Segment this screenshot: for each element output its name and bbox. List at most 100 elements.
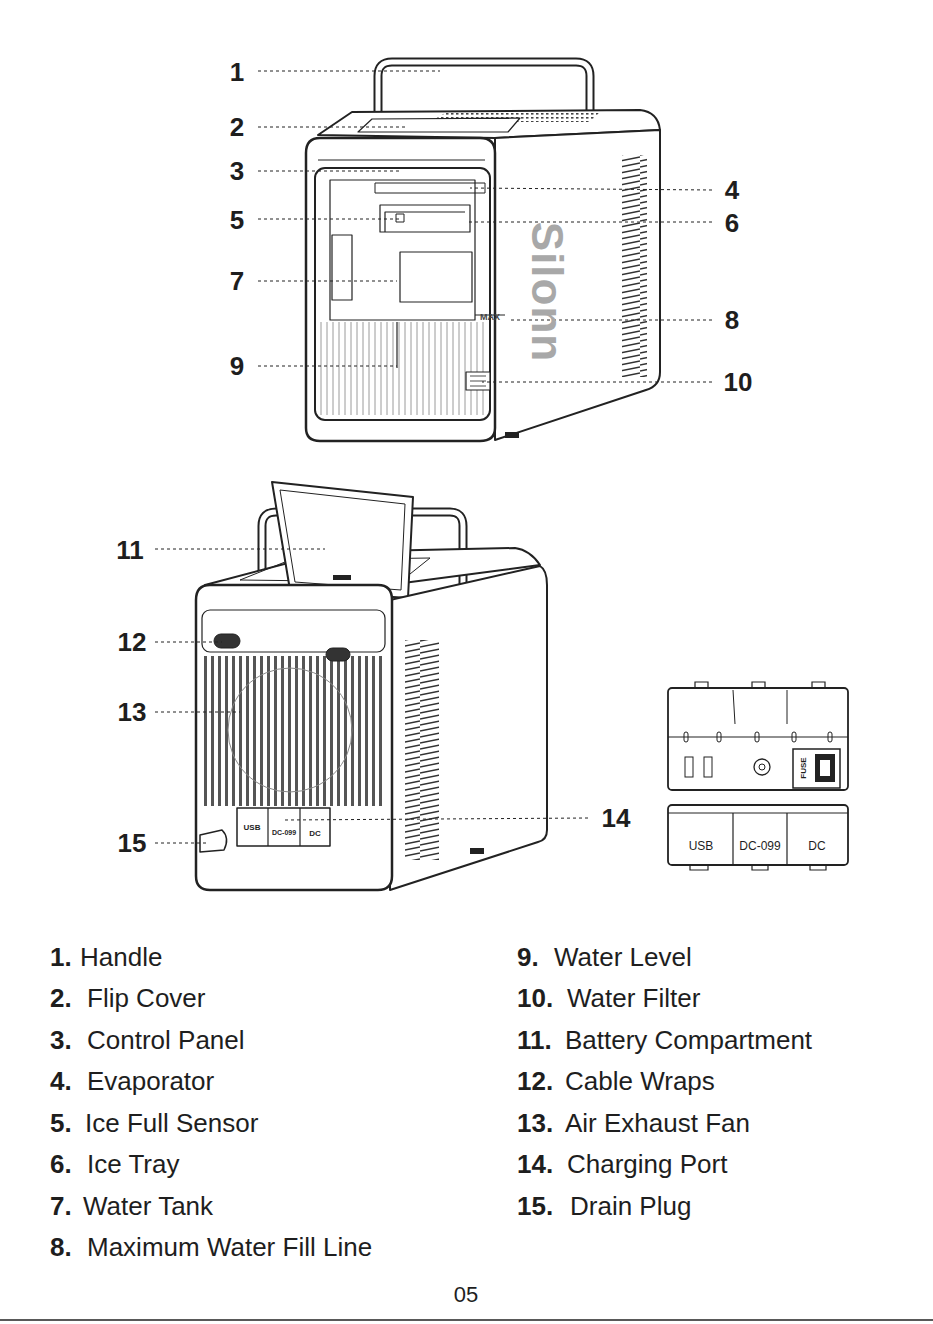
callout-number: 6 <box>725 210 739 236</box>
callout-number: 1 <box>230 59 244 85</box>
leader-line <box>155 549 325 550</box>
part-name: Handle <box>80 944 162 970</box>
callout-number: 15 <box>118 830 147 856</box>
fuse-label: FUSE <box>800 757 808 778</box>
hole <box>717 732 721 742</box>
water-level-line <box>396 322 397 368</box>
port-cover <box>237 808 330 846</box>
list-number: 7. <box>50 1193 72 1219</box>
fuse-socket-inner <box>815 754 835 782</box>
upper-band <box>202 610 385 652</box>
ice-scoop <box>400 252 472 302</box>
hole <box>755 732 759 742</box>
hole <box>792 732 796 742</box>
callout-number: 12 <box>118 629 147 655</box>
part-name: Cable Wraps <box>565 1068 715 1094</box>
callout-number: 7 <box>230 268 244 294</box>
usb-slot <box>685 757 693 777</box>
part-name: Air Exhaust Fan <box>565 1110 750 1136</box>
page-number: 05 <box>454 1284 478 1306</box>
part-name: Water Tank <box>83 1193 213 1219</box>
front-face <box>306 138 495 441</box>
battery-lid-inner <box>280 490 405 590</box>
list-number: 11. <box>517 1027 552 1053</box>
callout-number: 11 <box>116 537 144 563</box>
list-number: 4. <box>50 1068 72 1094</box>
foot <box>505 432 519 438</box>
part-name: Water Level <box>554 944 692 970</box>
water-tank <box>330 180 475 320</box>
part-name: Drain Plug <box>570 1193 691 1219</box>
callout-number: 2 <box>230 114 244 140</box>
callout-number: 4 <box>725 177 739 203</box>
tank-bracket <box>332 235 352 300</box>
rear-view <box>196 482 547 890</box>
cover-divider <box>786 813 787 865</box>
port-label: USB <box>244 824 261 832</box>
leader-line <box>258 281 397 282</box>
list-number: 12. <box>517 1068 553 1094</box>
callout-number: 8 <box>725 307 739 333</box>
bottom-leader-lines <box>155 549 588 843</box>
list-number: 8. <box>50 1234 72 1260</box>
side-vent <box>622 155 647 377</box>
leader-line <box>258 127 405 128</box>
leader-line <box>155 642 222 643</box>
part-name: Battery Compartment <box>565 1027 812 1053</box>
side-panel <box>495 130 660 440</box>
control-panel-edge <box>318 160 485 161</box>
fuse-pin <box>820 760 830 776</box>
cable-wrap <box>214 634 240 648</box>
leader-line <box>466 222 712 223</box>
port-label: DC-099 <box>272 829 296 836</box>
leader-line <box>155 712 240 713</box>
hole <box>828 732 832 742</box>
port-divider <box>267 808 268 846</box>
list-number: 10. <box>517 985 553 1011</box>
part-name: Ice Full Sensor <box>85 1110 258 1136</box>
cover-top-band <box>668 813 848 814</box>
list-number: 15. <box>517 1193 553 1219</box>
port-panel <box>668 688 848 790</box>
list-number: 2. <box>50 985 72 1011</box>
fan-outline <box>228 668 352 792</box>
panel-marks <box>693 789 820 791</box>
drain-plug <box>200 830 227 852</box>
usb-slot <box>704 757 712 777</box>
callout-number: 14 <box>602 805 631 831</box>
list-number: 5. <box>50 1110 72 1136</box>
leader-line <box>470 188 712 190</box>
top-leader-lines <box>258 71 712 382</box>
callout-number: 13 <box>118 699 147 725</box>
list-number: 1. <box>50 944 72 970</box>
part-name: Flip Cover <box>87 985 205 1011</box>
leader-line <box>258 366 397 367</box>
water-level-area <box>318 322 488 415</box>
front-view <box>306 62 660 441</box>
page-rule <box>0 1319 933 1321</box>
part-name: Water Filter <box>567 985 700 1011</box>
cable-wrap <box>326 648 350 661</box>
callout-number: 9 <box>230 353 244 379</box>
flip-cover <box>358 118 520 132</box>
charging-port-inset <box>668 682 848 870</box>
leader-line <box>285 818 588 820</box>
part-name: Evaporator <box>87 1068 214 1094</box>
evaporator <box>375 183 485 193</box>
fill-mark: MAX <box>480 313 500 322</box>
part-name: Control Panel <box>87 1027 245 1053</box>
port-label: DC <box>309 830 321 838</box>
brand-logo: Silonn <box>525 222 569 362</box>
filter-mesh <box>470 376 486 386</box>
fuse-socket <box>793 749 840 788</box>
list-number: 13. <box>517 1110 553 1136</box>
panel-fold <box>668 736 848 737</box>
leader-line <box>258 171 400 172</box>
back-face <box>196 585 392 890</box>
port-label: DC <box>808 840 825 852</box>
callout-number: 10 <box>724 369 753 395</box>
part-name: Charging Port <box>567 1151 727 1177</box>
leader-line <box>482 382 712 383</box>
